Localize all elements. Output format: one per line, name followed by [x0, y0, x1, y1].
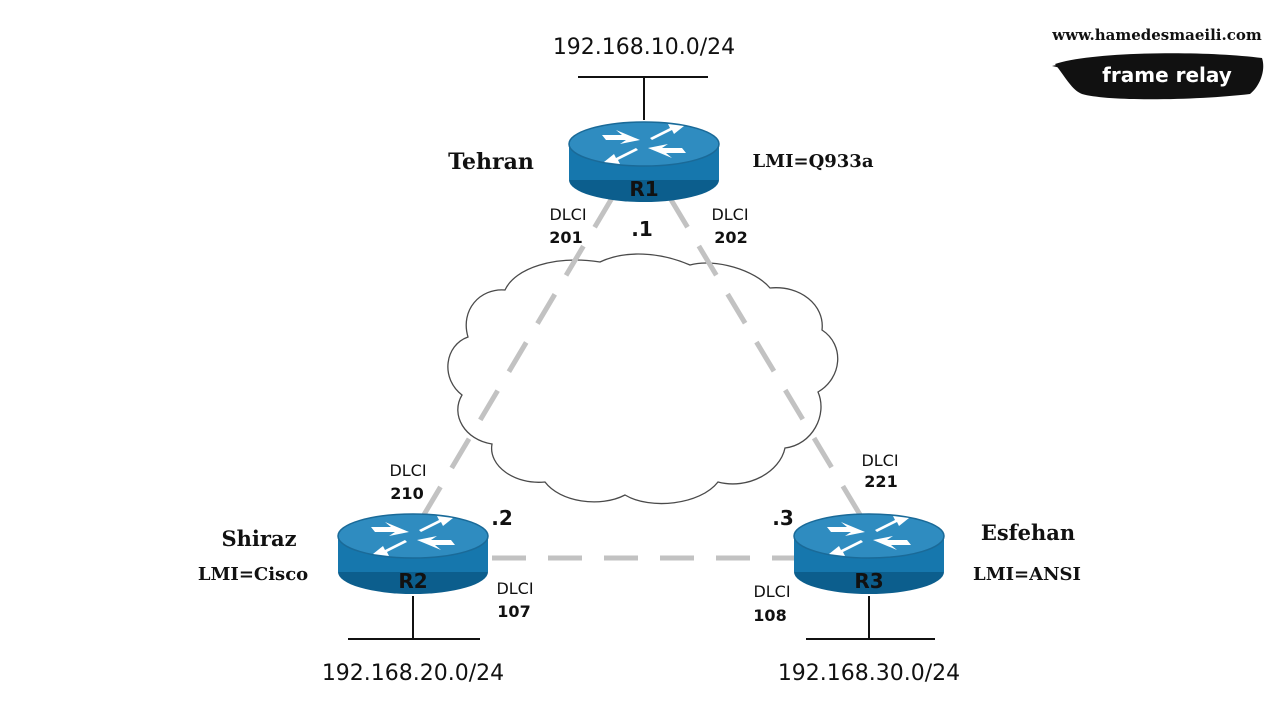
dlci-value-202: 202	[714, 228, 747, 247]
watermark-badge: frame relay	[1052, 53, 1264, 100]
site-r3: Esfehan	[981, 520, 1075, 545]
router-r3[interactable]: R3	[793, 513, 945, 595]
lmi-r1: LMI=Q933a	[753, 151, 874, 172]
site-r1: Tehran	[448, 149, 534, 175]
dlci-value-201: 201	[549, 228, 582, 247]
dlci-label-210: DLCI	[389, 461, 426, 480]
dlci-label-221: DLCI	[861, 451, 898, 470]
router-r3-label: R3	[854, 569, 883, 593]
interface-ip-r2: .2	[491, 506, 513, 530]
dlci-value-210: 210	[390, 484, 423, 503]
dlci-value-108: 108	[753, 606, 786, 625]
dlci-label-202: DLCI	[711, 205, 748, 224]
frame-relay-cloud	[447, 253, 839, 505]
interface-ip-r1: .1	[631, 217, 653, 241]
router-r2-label: R2	[398, 569, 427, 593]
network-r3: 192.168.30.0/24	[778, 661, 960, 686]
site-r2: Shiraz	[221, 526, 296, 551]
router-r2[interactable]: R2	[337, 513, 489, 595]
dlci-value-107: 107	[497, 602, 530, 621]
lmi-r2: LMI=Cisco	[198, 564, 308, 585]
dlci-value-221: 221	[864, 472, 897, 491]
pvc-link-r1-r3	[667, 196, 865, 520]
interface-ip-r3: .3	[772, 506, 794, 530]
dlci-label-108: DLCI	[753, 582, 790, 601]
watermark-badge-text: frame relay	[1102, 63, 1232, 87]
lmi-r3: LMI=ANSI	[973, 564, 1081, 585]
network-r2: 192.168.20.0/24	[322, 661, 504, 686]
router-r1[interactable]: R1	[568, 121, 720, 203]
dlci-label-107: DLCI	[496, 579, 533, 598]
router-r1-label: R1	[629, 177, 658, 201]
network-r1: 192.168.10.0/24	[553, 35, 735, 60]
pvc-link-r1-r2	[419, 196, 615, 520]
watermark-site: www.hamedesmaeili.com	[1051, 26, 1262, 44]
dlci-label-201: DLCI	[549, 205, 586, 224]
